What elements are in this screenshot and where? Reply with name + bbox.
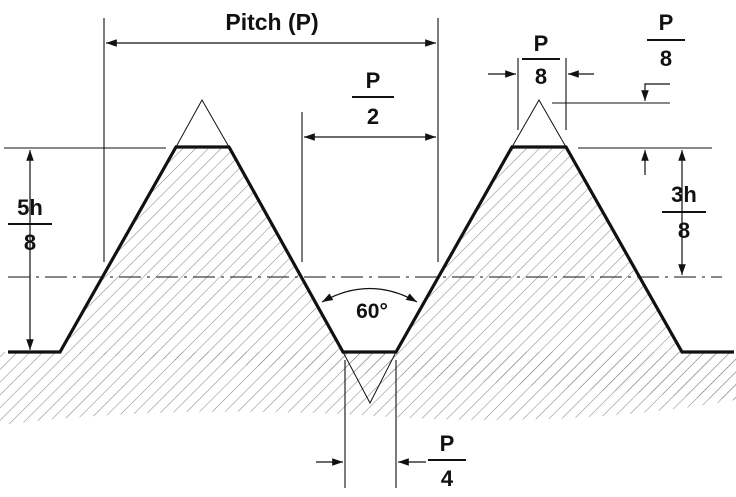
crest-offset-label: P 8 xyxy=(647,10,685,71)
svg-text:4: 4 xyxy=(441,466,454,491)
thread-profile-outline xyxy=(8,145,734,354)
svg-text:5h: 5h xyxy=(17,195,43,220)
angle-arc xyxy=(321,288,418,303)
svg-text:P: P xyxy=(534,31,549,56)
extension-lines xyxy=(4,18,712,488)
svg-text:8: 8 xyxy=(660,46,672,71)
dimension-lines xyxy=(26,39,686,466)
crest-depth-label: 3h 8 xyxy=(662,182,706,243)
svg-text:8: 8 xyxy=(678,218,690,243)
crest-offset-leader-top xyxy=(641,83,670,101)
svg-text:3h: 3h xyxy=(671,182,697,207)
root-width-label: P 4 xyxy=(428,431,466,491)
svg-text:2: 2 xyxy=(367,104,379,129)
thread-depth-label: 5h 8 xyxy=(8,195,52,255)
sharp-v-construction-lines xyxy=(175,98,567,405)
labels: Pitch (P) P 2 P 8 P 8 5h 8 3h 8 60° xyxy=(8,9,706,491)
thread-angle-label: 60° xyxy=(356,300,388,323)
pitch-label: Pitch (P) xyxy=(225,9,318,35)
crest-width-label: P 8 xyxy=(522,31,560,89)
hatched-material xyxy=(0,147,736,425)
half-pitch-label: P 2 xyxy=(352,68,394,129)
svg-text:P: P xyxy=(659,10,674,35)
svg-text:P: P xyxy=(440,431,455,456)
svg-text:P: P xyxy=(366,68,381,93)
svg-text:8: 8 xyxy=(24,230,36,255)
svg-text:8: 8 xyxy=(535,64,547,89)
